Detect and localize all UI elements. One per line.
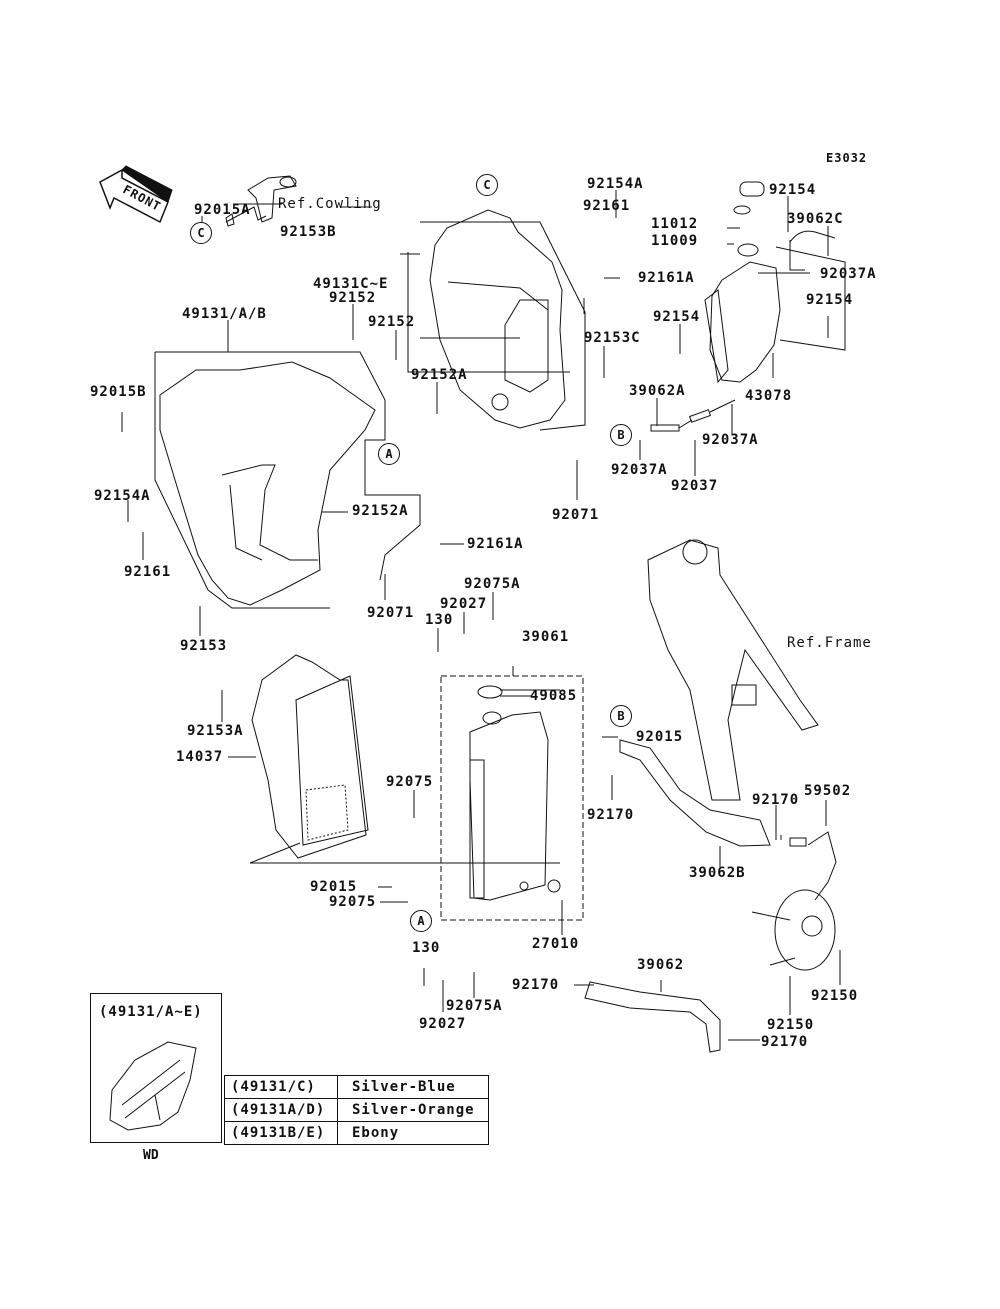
part-label[interactable]: 92037 (671, 478, 719, 494)
part-label[interactable]: 92170 (512, 977, 560, 993)
part-label[interactable]: 130 (425, 612, 454, 628)
part-label[interactable]: 92071 (367, 605, 415, 621)
part-label[interactable]: 92037A (702, 432, 759, 448)
part-label[interactable]: 92153A (187, 723, 244, 739)
part-label[interactable]: 39062A (629, 383, 686, 399)
part-label[interactable]: 92150 (811, 988, 859, 1004)
part-label[interactable]: 92170 (761, 1034, 809, 1050)
callout-c: C (476, 174, 498, 196)
color-name-cell: Silver-Blue (337, 1075, 489, 1099)
callout-c: C (190, 222, 212, 244)
part-label[interactable]: 92152 (329, 290, 377, 306)
part-label[interactable]: 92037A (820, 266, 877, 282)
ref-cowling-label: Ref.Cowling (278, 196, 382, 212)
diagram-code: E3032 (826, 151, 868, 165)
part-label[interactable]: 49131/A/B (182, 306, 267, 322)
part-label[interactable]: 92152 (368, 314, 416, 330)
part-label[interactable]: 92161A (638, 270, 695, 286)
part-label[interactable]: 92075A (464, 576, 521, 592)
part-label[interactable]: 92154 (769, 182, 817, 198)
part-label[interactable]: 92027 (419, 1016, 467, 1032)
hose-39062-part (584, 981, 721, 1053)
hose-39062b-part (619, 739, 771, 847)
part-label[interactable]: 39062 (637, 957, 685, 973)
radiator-part (440, 675, 584, 921)
color-code-cell: (49131A/D) (224, 1098, 338, 1122)
color-table: (49131/C) Silver-Blue (49131A/D) Silver-… (224, 1075, 489, 1145)
callout-b: B (610, 424, 632, 446)
part-label[interactable]: 92154A (94, 488, 151, 504)
callout-b: B (610, 705, 632, 727)
part-label[interactable]: 92154A (587, 176, 644, 192)
callout-a: A (378, 443, 400, 465)
table-row: (49131A/D) Silver-Orange (224, 1098, 489, 1122)
part-label[interactable]: 92015A (194, 202, 251, 218)
color-name-cell: Ebony (337, 1121, 489, 1145)
inset-shroud-image (109, 1041, 197, 1131)
part-label[interactable]: 92154 (806, 292, 854, 308)
leader-lines (121, 190, 841, 1041)
color-name-cell: Silver-Orange (337, 1098, 489, 1122)
part-label[interactable]: 49085 (530, 688, 578, 704)
part-label[interactable]: 92071 (552, 507, 600, 523)
inset-caption: WD (143, 1148, 159, 1163)
right-shroud-part (407, 209, 586, 431)
part-label[interactable]: 92152A (411, 367, 468, 383)
table-row: (49131B/E) Ebony (224, 1121, 489, 1145)
part-label[interactable]: 92015B (90, 384, 147, 400)
hose-39062a-part (650, 399, 736, 432)
part-label[interactable]: 39061 (522, 629, 570, 645)
part-label[interactable]: 92170 (752, 792, 800, 808)
part-label[interactable]: 92153B (280, 224, 337, 240)
callout-a: A (410, 910, 432, 932)
part-label[interactable]: 49131C~E (313, 276, 389, 292)
part-label[interactable]: 92154 (653, 309, 701, 325)
variant-inset: (49131/A~E) (90, 993, 222, 1143)
front-arrow-icon: FRONT (99, 165, 173, 224)
part-label[interactable]: 92153C (584, 330, 641, 346)
color-code-cell: (49131B/E) (224, 1121, 338, 1145)
part-label[interactable]: 39062B (689, 865, 746, 881)
radiator-shroud-part (249, 654, 560, 864)
part-label[interactable]: 92161 (583, 198, 631, 214)
frame-part (647, 539, 819, 801)
left-shroud-part (154, 351, 421, 609)
cooling-fan-part (751, 831, 837, 971)
ref-frame-label: Ref.Frame (787, 635, 872, 651)
part-label[interactable]: 92161 (124, 564, 172, 580)
part-label[interactable]: 27010 (532, 936, 580, 952)
part-label[interactable]: 11009 (651, 233, 699, 249)
part-label[interactable]: 92150 (767, 1017, 815, 1033)
part-label[interactable]: 39062C (787, 211, 844, 227)
part-label[interactable]: 92075 (329, 894, 377, 910)
part-label[interactable]: 92037A (611, 462, 668, 478)
part-label[interactable]: 92170 (587, 807, 635, 823)
part-label[interactable]: 43078 (745, 388, 793, 404)
part-label[interactable]: 92075 (386, 774, 434, 790)
inset-title: (49131/A~E) (99, 1004, 203, 1020)
part-label[interactable]: 92153 (180, 638, 228, 654)
part-label[interactable]: 92075A (446, 998, 503, 1014)
reservoir-tank-part (704, 181, 846, 384)
part-label[interactable]: 92015 (636, 729, 684, 745)
part-label[interactable]: 130 (412, 940, 441, 956)
table-row: (49131/C) Silver-Blue (224, 1075, 489, 1099)
part-label[interactable]: 92015 (310, 879, 358, 895)
part-label[interactable]: 92027 (440, 596, 488, 612)
part-label[interactable]: 92161A (467, 536, 524, 552)
color-code-cell: (49131/C) (224, 1075, 338, 1099)
part-label[interactable]: 14037 (176, 749, 224, 765)
part-label[interactable]: 92152A (352, 503, 409, 519)
cowling-bracket-part (225, 175, 297, 227)
part-label[interactable]: 59502 (804, 783, 852, 799)
part-label[interactable]: 11012 (651, 216, 699, 232)
